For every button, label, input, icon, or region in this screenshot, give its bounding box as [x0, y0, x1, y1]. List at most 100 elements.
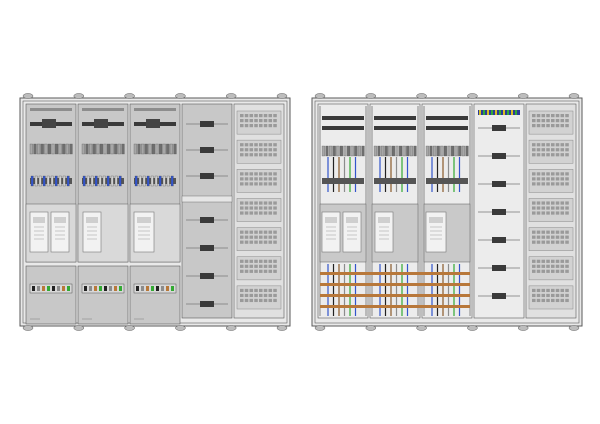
terminal: [66, 175, 70, 187]
vent-slot: [541, 211, 546, 215]
breaker-module: [395, 145, 399, 157]
vent-slot: [273, 288, 277, 293]
terminal-strip: [29, 283, 73, 294]
vent-slot: [532, 177, 536, 181]
vent-slot: [532, 230, 536, 234]
vent-slot: [273, 230, 277, 234]
vent-slot: [244, 211, 249, 215]
vent-slot: [259, 298, 263, 303]
vent-slot: [536, 119, 541, 123]
vent-slot: [565, 119, 569, 123]
breaker-module: [440, 145, 444, 157]
vent-slot: [541, 288, 546, 293]
bottom-knob: [175, 325, 186, 331]
vent-slot: [565, 206, 569, 210]
vent-slot: [244, 143, 249, 147]
vent-slot: [244, 114, 249, 118]
terminal: [94, 286, 97, 291]
vent-slot: [551, 240, 555, 244]
breaker-module: [447, 145, 451, 157]
vent-slot: [565, 240, 569, 244]
top-knob: [568, 93, 580, 99]
din-rail: [322, 116, 364, 120]
breaker-module: [58, 143, 62, 155]
breaker-module: [458, 145, 462, 157]
terminal: [34, 175, 38, 187]
vent-slot: [555, 177, 560, 181]
vent-slot: [249, 235, 254, 239]
vent-slot: [546, 172, 550, 176]
vent-slot: [541, 148, 546, 152]
vent-slot: [244, 293, 249, 298]
vent-slot: [555, 288, 560, 293]
vent-slot: [565, 172, 569, 176]
terminal: [42, 175, 46, 187]
vent-slot: [259, 269, 263, 273]
terminal-rail: [426, 178, 468, 184]
label-strip: [82, 108, 124, 111]
vent-slot: [273, 153, 277, 157]
terminal-rail: [374, 178, 416, 184]
vent-slot: [259, 288, 263, 293]
vent-slot: [263, 143, 268, 147]
vent-slot: [263, 264, 268, 268]
vent-slot: [240, 114, 244, 118]
vent-slot: [560, 119, 565, 123]
vent-slot: [268, 182, 273, 186]
terminal: [162, 175, 166, 187]
vent-slot: [254, 143, 258, 147]
vent-slot: [565, 114, 569, 118]
breaker-module: [155, 143, 159, 155]
vent-slot: [560, 153, 565, 157]
vent-slot: [546, 264, 550, 268]
terminal: [170, 175, 174, 187]
breaker-module: [454, 145, 458, 157]
vent-slot: [551, 269, 555, 273]
terminal: [98, 175, 102, 187]
breaker-module: [81, 143, 85, 155]
vent-slot: [268, 153, 273, 157]
breaker-module: [69, 143, 73, 155]
vent-slot: [532, 124, 536, 128]
vent-slot: [244, 182, 249, 186]
vent-slot: [560, 182, 565, 186]
main-switch: [42, 119, 56, 128]
breaker-module: [89, 143, 93, 155]
terminal: [118, 175, 122, 187]
terminal: [54, 175, 58, 187]
vent-slot: [546, 153, 550, 157]
vent-slot: [273, 182, 277, 186]
vent-slot: [565, 153, 569, 157]
terminal: [515, 110, 517, 115]
top-knob: [22, 93, 34, 99]
terminal: [171, 286, 174, 291]
vent-slot: [565, 182, 569, 186]
vent-slot: [551, 293, 555, 298]
rail-clamp: [492, 125, 506, 131]
vent-slot: [555, 240, 560, 244]
breaker-module: [329, 145, 333, 157]
terminal: [46, 175, 50, 187]
vent-slot: [546, 148, 550, 152]
vent-slot: [268, 172, 273, 176]
breaker-module: [391, 145, 395, 157]
vent-slot: [532, 182, 536, 186]
terminal: [166, 175, 170, 187]
vent-slot: [546, 230, 550, 234]
vent-slot: [551, 230, 555, 234]
vent-slot: [560, 148, 565, 152]
rail-clamp: [200, 245, 214, 251]
vent-slot: [259, 172, 263, 176]
vent-slot: [541, 119, 546, 123]
internal-view-cabinet: [311, 93, 583, 331]
vent-slot: [254, 240, 258, 244]
vent-slot: [259, 235, 263, 239]
rail-clamp: [200, 217, 214, 223]
breaker-module: [33, 143, 37, 155]
vent-slot: [268, 143, 273, 147]
breaker-module: [361, 145, 365, 157]
terminal: [102, 175, 106, 187]
vent-slot: [259, 153, 263, 157]
breaker-module: [96, 143, 100, 155]
vent-slot: [244, 298, 249, 303]
